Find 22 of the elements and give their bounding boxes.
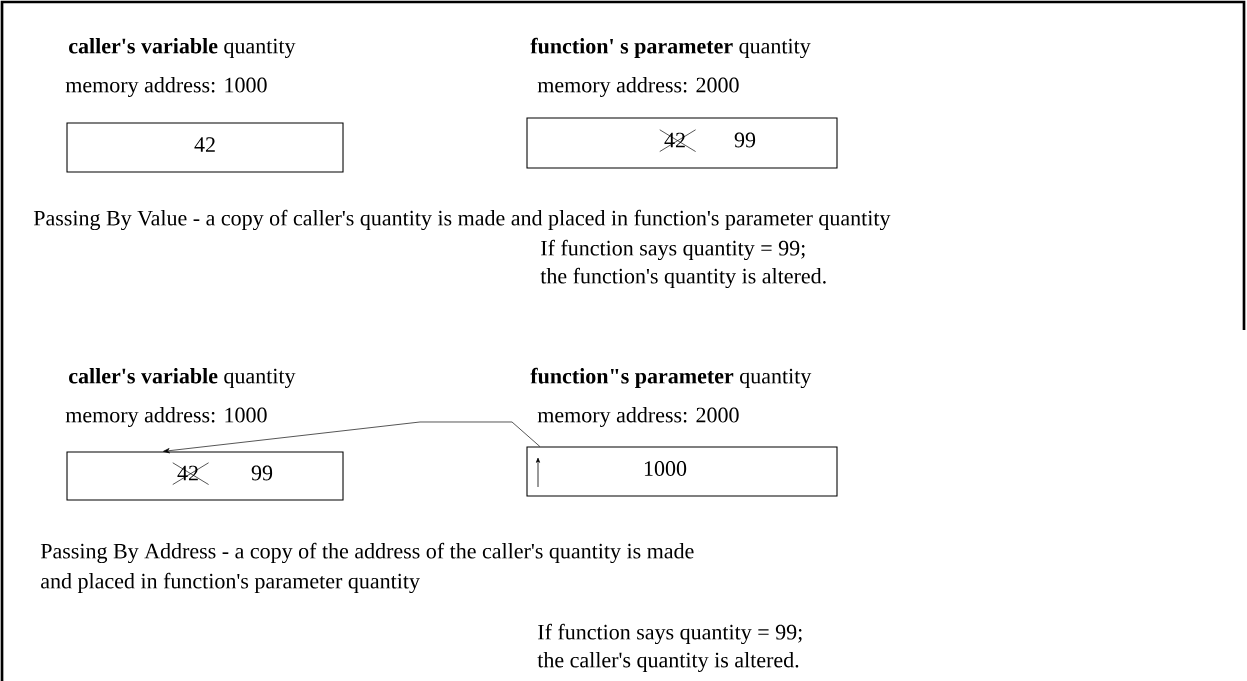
caption-text: and placed in function's parameter quantity — [41, 572, 420, 594]
heading: function"s parameter quantity — [530, 367, 812, 389]
arrow — [163, 421, 541, 454]
caption-text: Passing By Value - a copy of caller's quantity is made and placed in function's parameter quantity — [33, 209, 891, 231]
caption-text: the function's quantity is altered. — [540, 267, 826, 289]
heading: caller's variable quantity — [69, 38, 296, 58]
heading: memory address: 1000 — [65, 407, 267, 427]
value: 1000 — [644, 461, 687, 476]
crossed-out-value: 42 — [172, 462, 209, 485]
heading: memory address: 2000 — [537, 407, 739, 427]
heading: caller's variable quantity — [69, 368, 296, 388]
heading: function' s parameter quantity — [530, 37, 811, 59]
caption-text: If function says quantity = 99; — [538, 623, 802, 645]
value: 99 — [734, 132, 756, 148]
crossed-out-value: 42 — [659, 129, 696, 152]
value: 99 — [251, 465, 273, 481]
caption-text: Passing By Address - a copy of the address of the caller's quantity is made — [40, 542, 694, 564]
caption-text: If function says quantity = 99; — [541, 239, 805, 261]
heading: memory address: 2000 — [537, 77, 739, 97]
heading: memory address: 1000 — [65, 77, 267, 97]
value: 42 — [194, 137, 215, 152]
caption-text: the caller's quantity is altered. — [537, 652, 799, 672]
